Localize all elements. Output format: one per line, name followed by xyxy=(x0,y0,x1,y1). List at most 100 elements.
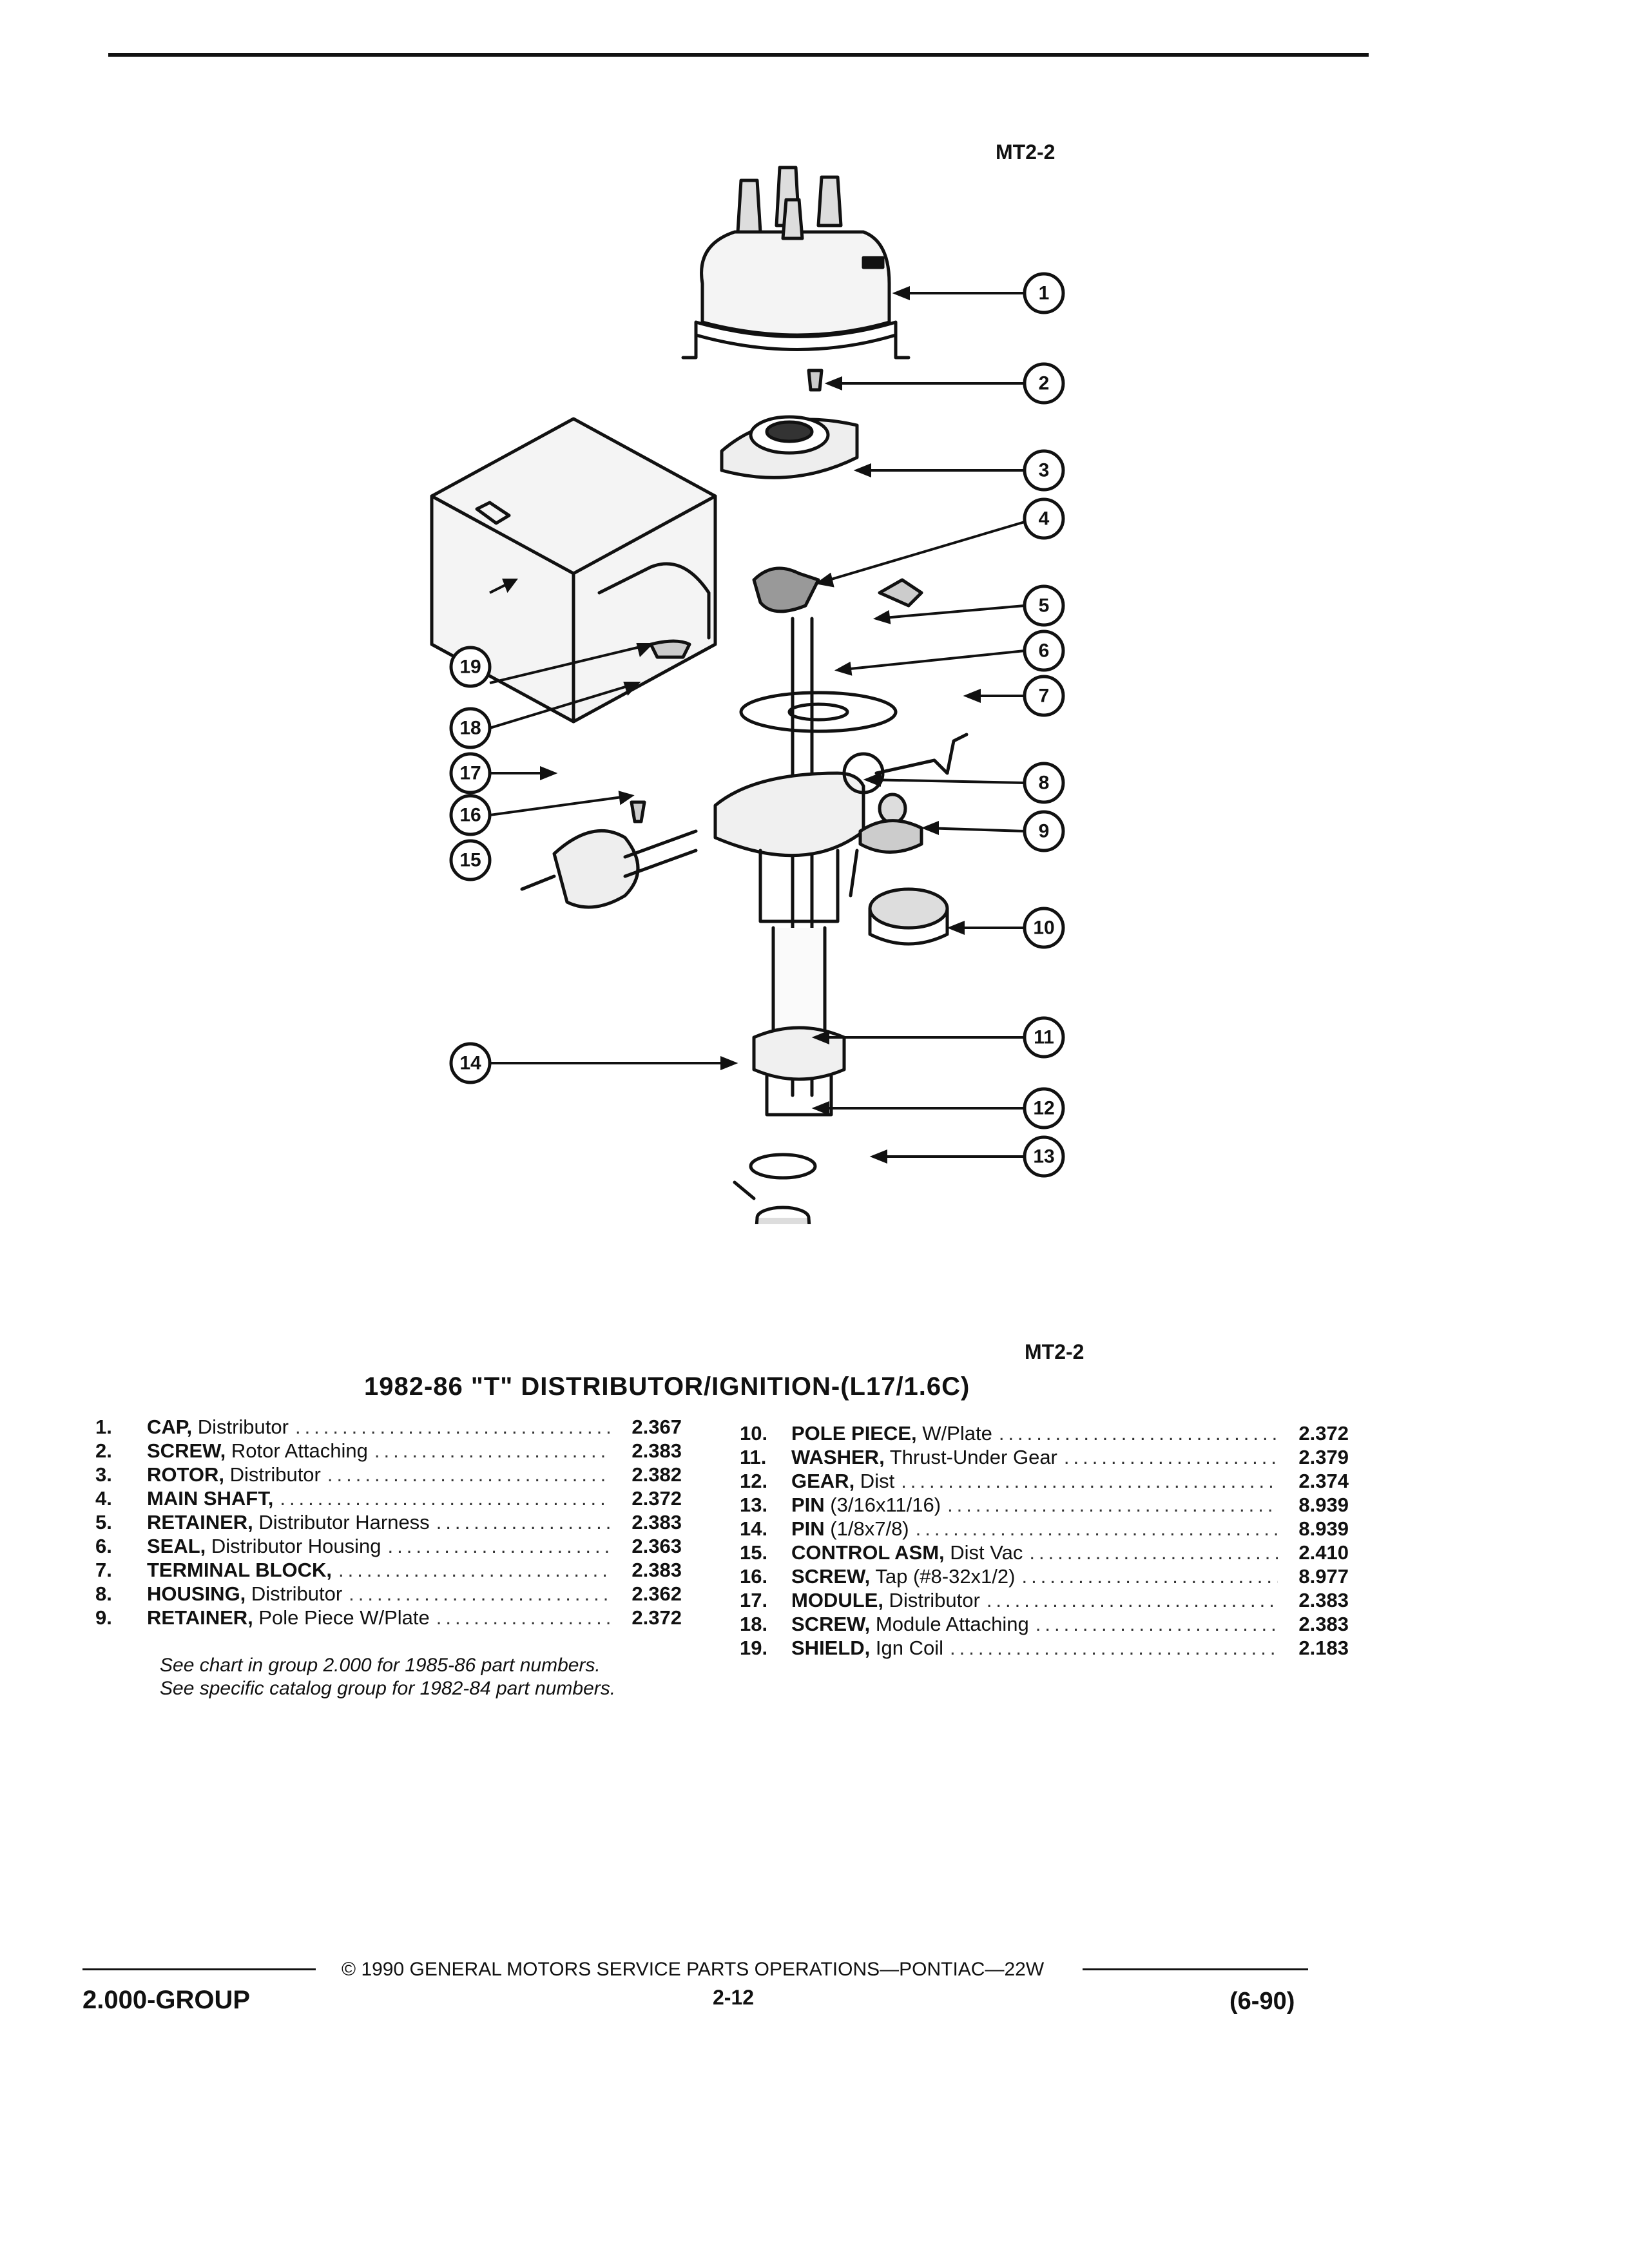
part-name-bold: SHIELD, xyxy=(791,1637,871,1659)
footer-date: (6-90) xyxy=(1229,1988,1295,2015)
washer-illustration xyxy=(749,1153,817,1180)
part-name: CAP, Distributor xyxy=(147,1415,289,1439)
part-name-bold: HOUSING, xyxy=(147,1582,246,1605)
part-name-bold: PIN xyxy=(791,1494,825,1516)
part-number: 3. xyxy=(95,1463,112,1486)
part-row: 16.SCREW, Tap (#8-32x1/2)...............… xyxy=(740,1564,1349,1588)
callout-15: 15 xyxy=(459,850,481,871)
part-group-number: 2.372 xyxy=(631,1487,682,1510)
part-number: 1. xyxy=(95,1416,112,1438)
part-group-number: 2.367 xyxy=(631,1416,682,1438)
part-name-bold: MAIN SHAFT, xyxy=(147,1487,274,1510)
footer-page-number: 2-12 xyxy=(713,1986,755,2009)
callout-11: 11 xyxy=(1034,1027,1054,1048)
callout-1: 1 xyxy=(1039,283,1050,304)
parts-list-title: 1982-86 "T" DISTRIBUTOR/IGNITION-(L17/1.… xyxy=(364,1372,970,1401)
part-row: 3.ROTOR, Distributor....................… xyxy=(95,1463,682,1486)
part-name: PIN (3/16x11/16) xyxy=(791,1493,941,1517)
part-name: CONTROL ASM, Dist Vac xyxy=(791,1541,1023,1564)
part-group-number: 8.939 xyxy=(1298,1494,1349,1516)
part-group-number: 8.977 xyxy=(1298,1565,1349,1588)
dot-leader: ........................................… xyxy=(1021,1565,1278,1588)
part-row: 6.SEAL, Distributor Housing.............… xyxy=(95,1534,682,1558)
footer-rule-right xyxy=(1083,1968,1308,1970)
figure-id-bottom: MT2-2 xyxy=(1025,1340,1084,1363)
part-name-bold: SEAL, xyxy=(147,1535,206,1557)
part-description: Distributor xyxy=(883,1589,980,1611)
part-number: 19. xyxy=(740,1637,768,1659)
dot-leader: ........................................… xyxy=(986,1589,1278,1611)
part-number: 15. xyxy=(740,1541,768,1564)
callout-19: 19 xyxy=(459,657,481,678)
part-row: 7.TERMINAL BLOCK,.......................… xyxy=(95,1558,682,1582)
part-description: Pole Piece W/Plate xyxy=(253,1606,430,1629)
callout-4: 4 xyxy=(1039,508,1050,530)
callout-16: 16 xyxy=(459,805,481,826)
dot-leader: ........................................… xyxy=(998,1422,1278,1445)
part-name: SCREW, Rotor Attaching xyxy=(147,1439,368,1463)
part-description: Ign Coil xyxy=(870,1637,944,1659)
part-description: Distributor Housing xyxy=(206,1535,381,1557)
part-name-bold: MODULE, xyxy=(791,1589,883,1611)
part-group-number: 2.383 xyxy=(631,1439,682,1462)
part-number: 2. xyxy=(95,1439,112,1462)
vacuum-control-illustration xyxy=(520,829,698,909)
part-name-bold: GEAR, xyxy=(791,1470,855,1492)
part-name: WASHER, Thrust-Under Gear xyxy=(791,1445,1057,1469)
dot-leader: ........................................… xyxy=(280,1487,611,1510)
part-number: 5. xyxy=(95,1511,112,1533)
part-description: Dist xyxy=(854,1470,895,1492)
part-row: 18.SCREW, Module Attaching..............… xyxy=(740,1612,1349,1636)
part-row: 1. CAP, Distributor......................… xyxy=(95,1415,682,1439)
dot-leader: ........................................… xyxy=(915,1517,1278,1540)
callout-18: 18 xyxy=(459,718,481,739)
footer-copyright: © 1990 GENERAL MOTORS SERVICE PARTS OPER… xyxy=(342,1959,1045,1980)
dot-leader: ........................................… xyxy=(294,1416,611,1438)
part-name-bold: RETAINER, xyxy=(147,1606,253,1629)
gear-illustration xyxy=(755,1206,811,1224)
part-group-number: 2.383 xyxy=(1298,1613,1349,1635)
callout-9: 9 xyxy=(1039,821,1050,842)
part-group-number: 2.383 xyxy=(1298,1589,1349,1611)
callout-7: 7 xyxy=(1039,686,1050,707)
part-name: TERMINAL BLOCK, xyxy=(147,1558,332,1582)
part-group-number: 2.372 xyxy=(1298,1422,1349,1445)
part-group-number: 2.379 xyxy=(1298,1446,1349,1468)
part-name: PIN (1/8x7/8) xyxy=(791,1517,909,1541)
part-name-bold: PIN xyxy=(791,1517,825,1540)
part-row: 12.GEAR, Dist...........................… xyxy=(740,1469,1349,1493)
part-name: POLE PIECE, W/Plate xyxy=(791,1421,992,1445)
top-rule xyxy=(108,53,1369,57)
part-number: 6. xyxy=(95,1535,112,1557)
module-illustration xyxy=(649,639,691,659)
dot-leader: ........................................… xyxy=(374,1439,611,1462)
callout-6: 6 xyxy=(1039,640,1050,662)
part-row: 10.POLE PIECE, W/Plate..................… xyxy=(740,1421,1349,1445)
part-group-number: 2.372 xyxy=(631,1606,682,1629)
part-row: 4.MAIN SHAFT,...........................… xyxy=(95,1486,682,1510)
pole-piece-illustration xyxy=(849,819,949,946)
callout-3: 3 xyxy=(1039,460,1050,481)
part-group-number: 2.374 xyxy=(1298,1470,1349,1492)
housing-illustration xyxy=(713,771,865,1117)
part-description: Distributor xyxy=(224,1463,321,1486)
dot-leader: ........................................… xyxy=(1029,1541,1278,1564)
note-1982-84: See specific catalog group for 1982-84 p… xyxy=(160,1678,616,1699)
part-number: 9. xyxy=(95,1606,112,1629)
part-name-bold: ROTOR, xyxy=(147,1463,224,1486)
part-group-number: 2.363 xyxy=(631,1535,682,1557)
part-name-bold: SCREW, xyxy=(791,1565,871,1588)
dot-leader: ........................................… xyxy=(349,1582,611,1605)
part-name-bold: SCREW, xyxy=(791,1613,871,1635)
part-name-bold: CONTROL ASM, xyxy=(791,1541,945,1564)
part-number: 7. xyxy=(95,1559,112,1581)
part-description: Thrust-Under Gear xyxy=(884,1446,1057,1468)
part-name-bold: TERMINAL BLOCK, xyxy=(147,1559,333,1581)
callout-8: 8 xyxy=(1039,773,1050,794)
callout-17: 17 xyxy=(459,763,481,784)
retainer-illustration xyxy=(878,578,923,608)
part-row: 9.RETAINER, Pole Piece W/Plate..........… xyxy=(95,1606,682,1629)
part-group-number: 2.382 xyxy=(631,1463,682,1486)
footer-rule-left xyxy=(82,1968,316,1970)
part-name: SHIELD, Ign Coil xyxy=(791,1636,943,1660)
